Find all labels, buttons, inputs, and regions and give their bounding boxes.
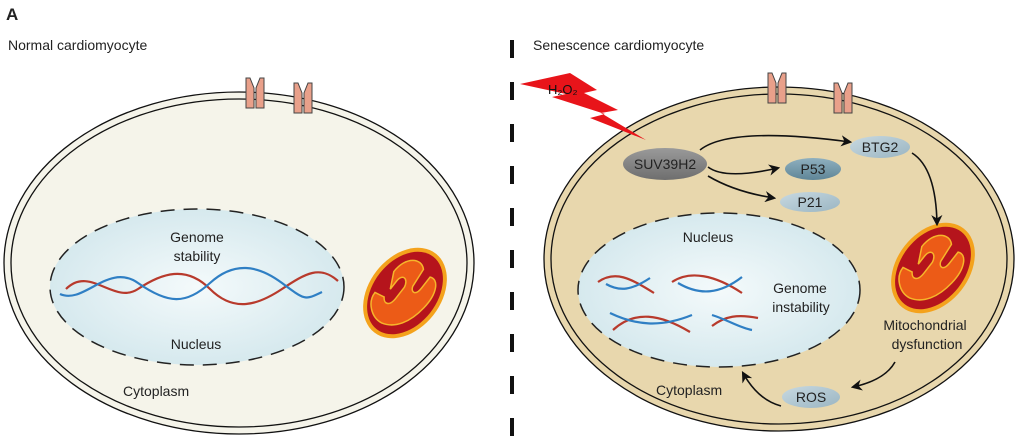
svg-text:BTG2: BTG2 <box>862 139 899 155</box>
normal-cell: Genome stability Nucleus Cytoplasm <box>3 77 475 435</box>
nucleus-label: Nucleus <box>171 336 222 352</box>
genome-instability-line1: Genome <box>773 280 827 296</box>
mito-dysfunction-line1: Mitochondrial <box>883 317 966 333</box>
senescence-title: Senescence cardiomyocyte <box>533 37 704 53</box>
normal-nucleus <box>49 208 345 366</box>
svg-text:ROS: ROS <box>796 389 826 405</box>
cytoplasm-label: Cytoplasm <box>656 382 722 398</box>
node-suv39h2: SUV39H2 <box>623 148 707 180</box>
node-btg2: BTG2 <box>850 136 910 158</box>
arrow-suv-p53 <box>707 164 781 176</box>
dna-broken-icon <box>597 274 759 333</box>
panel-label: A <box>6 5 18 24</box>
pathway-arrows <box>699 134 943 407</box>
svg-text:SUV39H2: SUV39H2 <box>634 156 696 172</box>
senescent-cell: Nucleus Genome instability Mitochondrial… <box>543 72 1015 432</box>
h2o2-label: H₂O₂ <box>548 82 578 97</box>
normal-title: Normal cardiomyocyte <box>8 37 147 53</box>
arrow-ros-nucleus <box>741 371 782 407</box>
genome-stability-line1: Genome <box>170 229 224 245</box>
arrow-suv-btg2 <box>699 134 853 151</box>
node-ros: ROS <box>782 386 840 408</box>
arrow-mito-ros <box>850 361 896 391</box>
svg-text:P53: P53 <box>801 161 826 177</box>
arrow-btg2-mito <box>911 152 943 227</box>
h2o2-lightning-icon: H₂O₂ <box>520 73 646 140</box>
cytoplasm-label: Cytoplasm <box>123 383 189 399</box>
node-p21: P21 <box>780 192 840 212</box>
genome-instability-line2: instability <box>772 299 830 315</box>
mito-dysfunction-line2: dysfunction <box>892 336 963 352</box>
node-p53: P53 <box>785 158 841 180</box>
dna-intact-icon <box>59 266 339 306</box>
genome-stability-line2: stability <box>174 248 221 264</box>
arrow-suv-p21 <box>707 175 777 203</box>
nucleus-label: Nucleus <box>683 229 734 245</box>
svg-text:P21: P21 <box>798 194 823 210</box>
